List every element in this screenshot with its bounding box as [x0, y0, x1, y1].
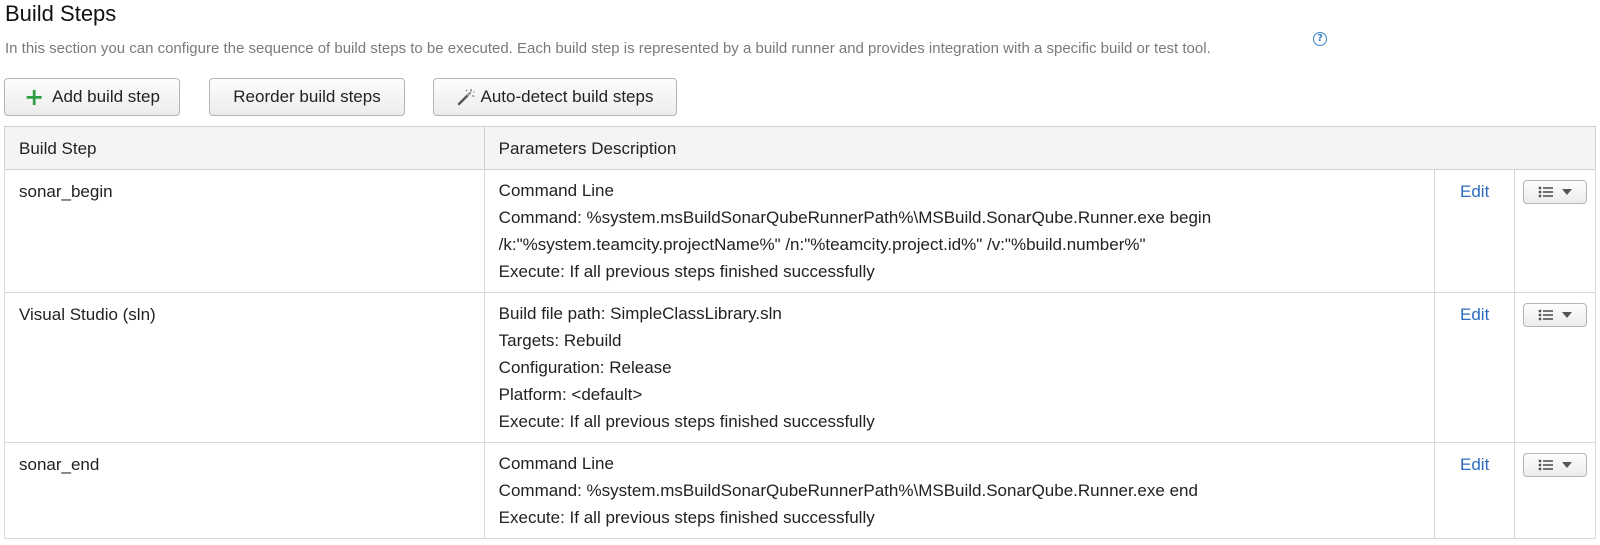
param-line: Platform: <default> — [498, 385, 643, 404]
edit-link[interactable]: Edit — [1460, 455, 1490, 474]
step-actions-menu-button[interactable] — [1522, 303, 1587, 327]
list-icon — [1538, 309, 1553, 321]
page-description: In this section you can configure the se… — [5, 40, 1211, 57]
caret-down-icon — [1561, 189, 1572, 195]
build-steps-table: Build Step Parameters Description sonar_… — [4, 126, 1597, 539]
edit-cell: Edit — [1434, 442, 1515, 539]
build-step-name: Visual Studio (sln) — [4, 292, 485, 443]
caret-down-icon — [1561, 312, 1572, 318]
step-actions-menu-button[interactable] — [1522, 453, 1587, 477]
plus-icon: + — [24, 83, 45, 111]
reorder-build-steps-label: Reorder build steps — [233, 87, 381, 106]
param-line: Command: %system.msBuildSonarQubeRunnerP… — [498, 208, 1212, 227]
param-line: Command Line — [498, 181, 614, 200]
add-build-step-button[interactable]: + Add build step — [4, 78, 180, 116]
column-header-parameters-description: Parameters Description — [483, 126, 1597, 170]
table-row: sonar_begin Command Line Command: %syste… — [4, 169, 1597, 293]
param-line: Targets: Rebuild — [498, 331, 622, 350]
param-line: Execute: If all previous steps finished … — [498, 508, 875, 527]
reorder-build-steps-button[interactable]: Reorder build steps — [209, 78, 405, 116]
build-step-name: sonar_end — [4, 442, 485, 539]
param-line: /k:"%system.teamcity.projectName%" /n:"%… — [498, 235, 1146, 254]
param-line: Command: %system.msBuildSonarQubeRunnerP… — [498, 481, 1198, 500]
menu-cell — [1513, 292, 1597, 443]
page-title: Build Steps — [5, 1, 117, 26]
parameters-description: Command Line Command: %system.msBuildSon… — [483, 442, 1436, 539]
auto-detect-build-steps-label: Auto-detect build steps — [480, 87, 654, 106]
parameters-description: Command Line Command: %system.msBuildSon… — [483, 169, 1436, 293]
add-build-step-label: Add build step — [52, 87, 160, 106]
param-line: Execute: If all previous steps finished … — [498, 412, 875, 431]
auto-detect-build-steps-button[interactable]: Auto-detect build steps — [433, 78, 677, 116]
menu-cell — [1513, 169, 1597, 293]
parameters-description: Build file path: SimpleClassLibrary.sln … — [483, 292, 1436, 443]
param-line: Command Line — [498, 454, 614, 473]
step-actions-menu-button[interactable] — [1522, 180, 1587, 204]
table-row: sonar_end Command Line Command: %system.… — [4, 442, 1597, 539]
list-icon — [1538, 459, 1553, 471]
list-icon — [1538, 186, 1553, 198]
param-line: Execute: If all previous steps finished … — [498, 262, 875, 281]
table-row: Visual Studio (sln) Build file path: Sim… — [4, 292, 1597, 443]
help-icon[interactable]: ? — [1313, 32, 1327, 46]
magic-wand-icon — [457, 88, 475, 106]
edit-cell: Edit — [1434, 292, 1515, 443]
edit-link[interactable]: Edit — [1460, 305, 1490, 324]
build-step-name: sonar_begin — [4, 169, 485, 293]
column-header-build-step: Build Step — [4, 126, 485, 170]
edit-link[interactable]: Edit — [1460, 182, 1490, 201]
caret-down-icon — [1561, 462, 1572, 468]
edit-cell: Edit — [1434, 169, 1515, 293]
menu-cell — [1513, 442, 1597, 539]
table-header-row: Build Step Parameters Description — [4, 126, 1597, 170]
param-line: Build file path: SimpleClassLibrary.sln — [498, 304, 782, 323]
param-line: Configuration: Release — [498, 358, 672, 377]
